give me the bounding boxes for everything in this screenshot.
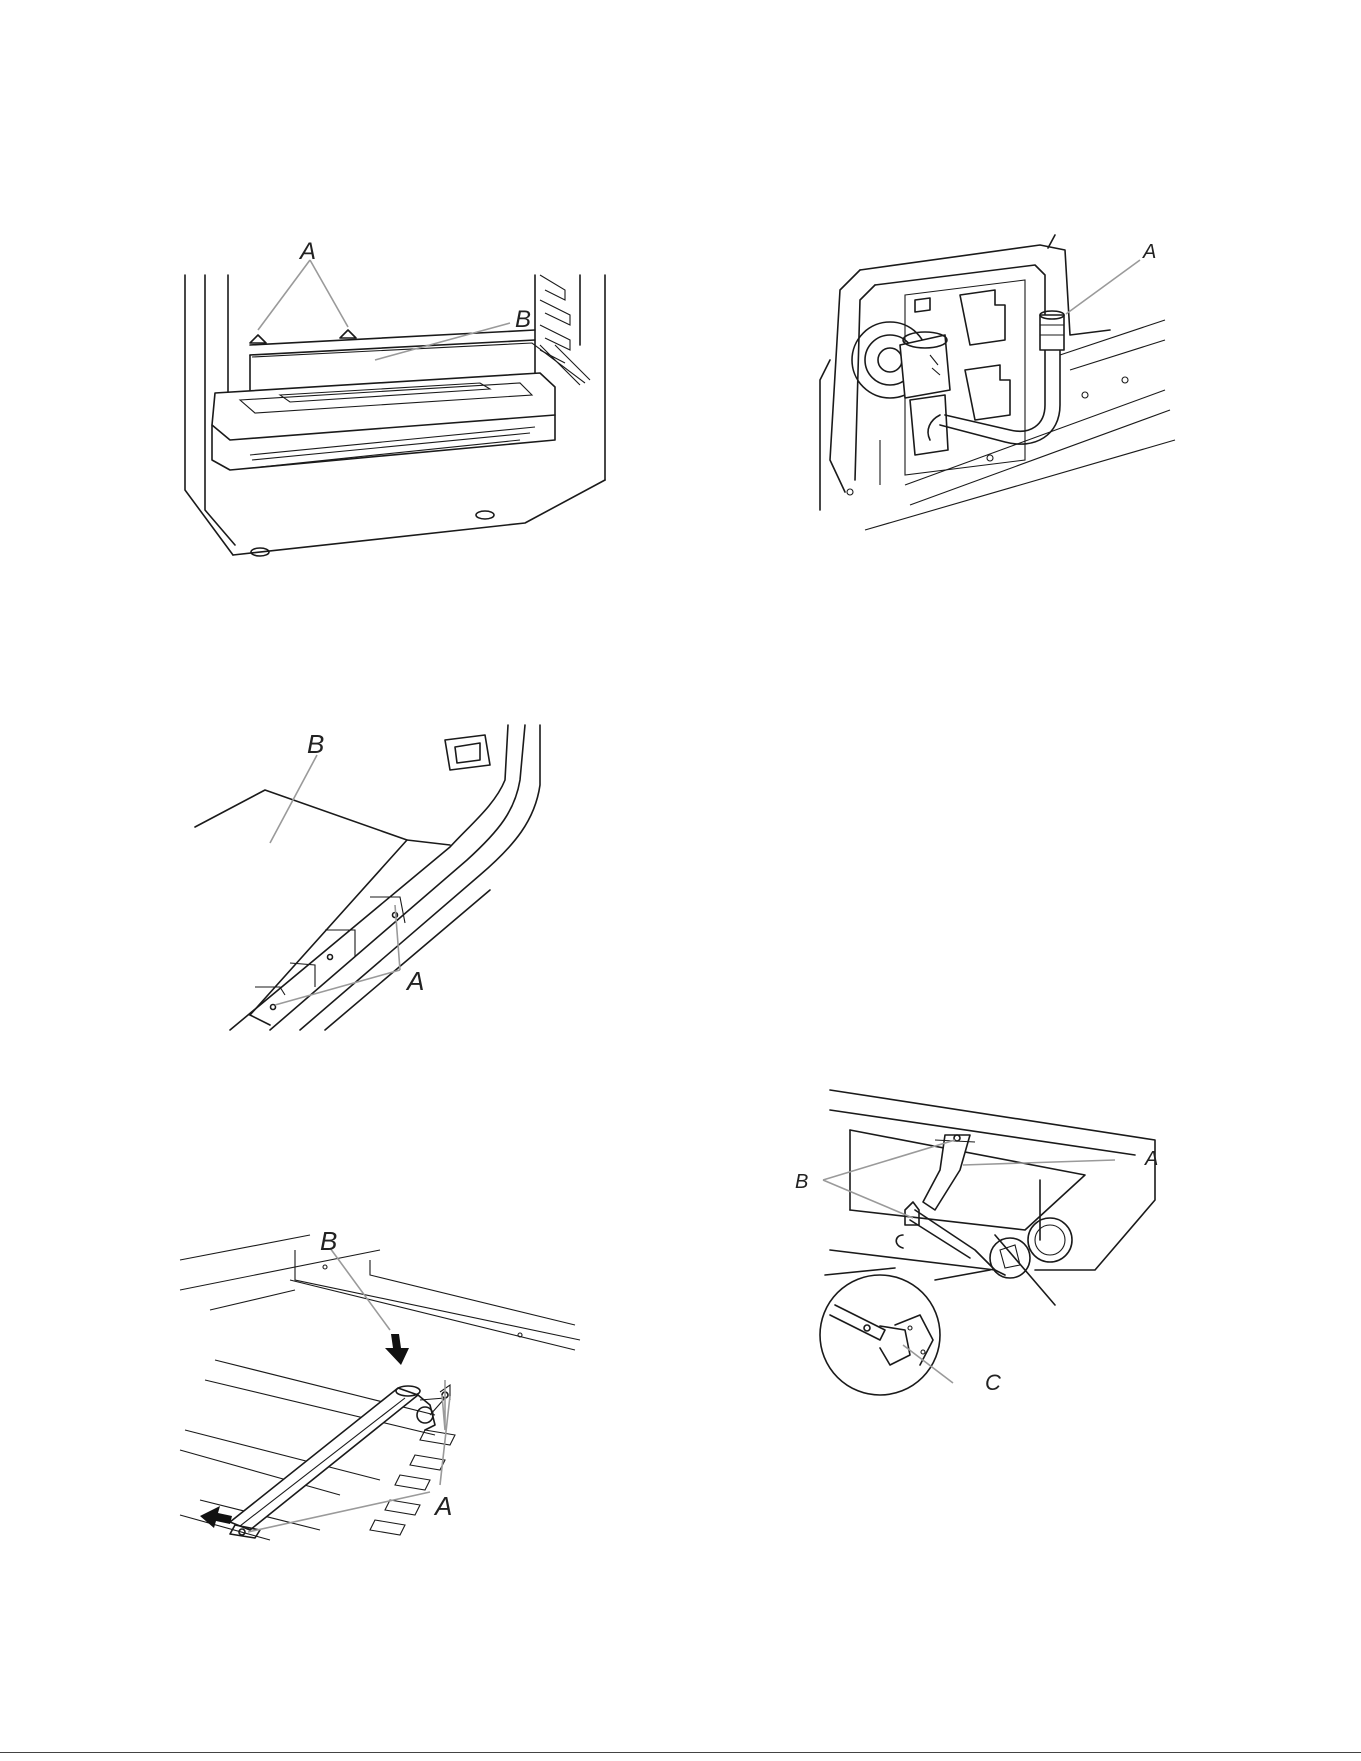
label-a: A bbox=[433, 1491, 452, 1521]
label-a: A bbox=[1144, 1148, 1158, 1170]
label-a: A bbox=[298, 238, 316, 265]
figure-bottom-panel: B A bbox=[195, 725, 615, 1035]
label-b: B bbox=[795, 1171, 808, 1193]
label-a: A bbox=[1142, 241, 1156, 263]
igniter-detail-illustration: A bbox=[820, 230, 1180, 580]
label-b: B bbox=[307, 729, 324, 759]
figure-burner-bracket: B A C bbox=[795, 1090, 1175, 1395]
label-c: C bbox=[985, 1370, 1001, 1395]
page-bottom-rule bbox=[0, 1752, 1361, 1753]
oven-cavity-illustration: A B bbox=[160, 245, 620, 565]
figure-oven-cavity: A B bbox=[160, 245, 620, 565]
label-b: B bbox=[515, 306, 531, 333]
bottom-panel-illustration: B A bbox=[195, 725, 615, 1035]
label-b: B bbox=[320, 1226, 337, 1256]
burner-removal-illustration: B A bbox=[180, 1230, 600, 1540]
figure-igniter-detail: A bbox=[820, 230, 1180, 580]
figure-burner-removal: B A bbox=[180, 1230, 600, 1540]
label-a: A bbox=[405, 966, 424, 996]
burner-bracket-illustration: B A C bbox=[795, 1090, 1175, 1395]
